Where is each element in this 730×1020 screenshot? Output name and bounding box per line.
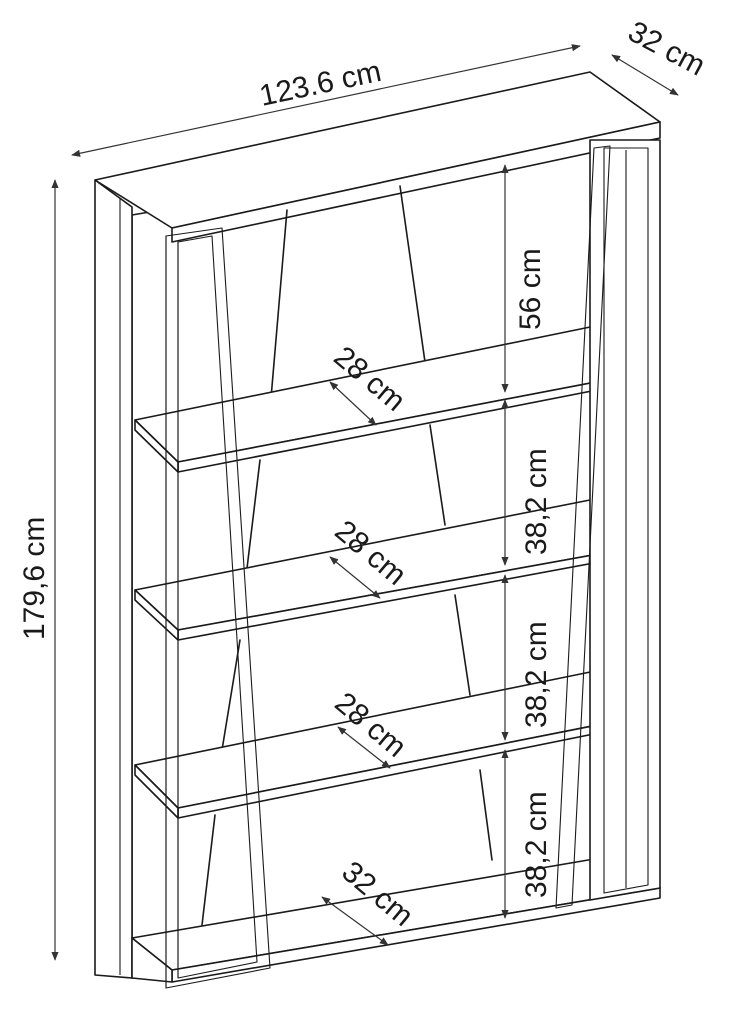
gap-3-dimension: 38,2 cm	[501, 574, 553, 741]
gap-2-label: 38,2 cm	[520, 448, 553, 555]
bottom-board-side	[131, 937, 173, 983]
shelf-1	[134, 324, 649, 473]
height-label: 179,6 cm	[18, 517, 51, 640]
depth-label: 32 cm	[623, 15, 711, 82]
back-panel-joint-4	[244, 459, 261, 586]
depth-dimension: 32 cm	[611, 15, 711, 96]
top-gap-dimension: 56 cm	[501, 164, 547, 393]
right-frame	[589, 139, 661, 901]
gap-4-dimension: 38,2 cm	[501, 749, 553, 919]
back-panel-joint-3	[429, 424, 446, 526]
left-metal-frame	[165, 227, 271, 989]
right-metal-bar	[555, 145, 611, 909]
back-panel-joint-7	[479, 769, 493, 861]
back-panel-joint-6	[221, 639, 241, 751]
gap-4-label: 38,2 cm	[520, 791, 553, 898]
width-label: 123.6 cm	[257, 55, 385, 113]
back-panel-joint-2	[399, 185, 426, 363]
gap-2-dimension: 38,2 cm	[501, 399, 553, 566]
bookshelf-body	[94, 71, 661, 989]
height-dimension: 179,6 cm	[18, 179, 59, 961]
back-panel-joint-5	[454, 594, 471, 696]
back-panel-joint-1	[269, 209, 288, 411]
gap-3-label: 38,2 cm	[520, 621, 553, 728]
back-panel-joint-8	[201, 814, 216, 926]
top-gap-label: 56 cm	[514, 248, 547, 330]
left-side-panel	[94, 179, 133, 979]
